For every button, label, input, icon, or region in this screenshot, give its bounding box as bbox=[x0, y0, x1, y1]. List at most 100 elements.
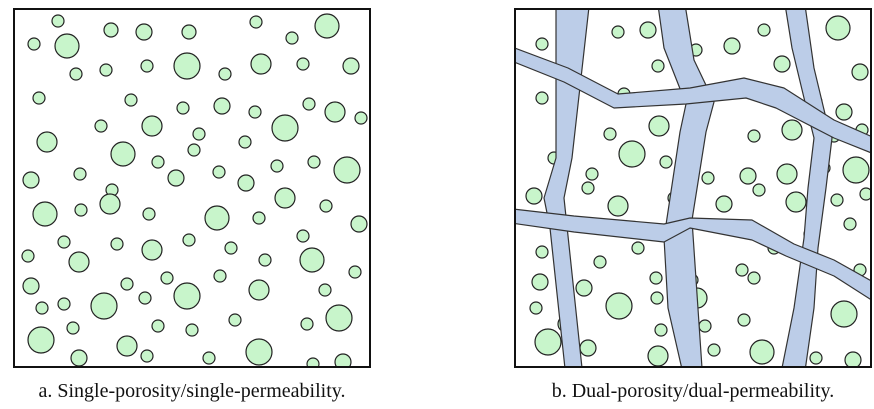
panel-frame bbox=[13, 8, 371, 368]
pore-circle bbox=[285, 31, 299, 45]
pore-circle bbox=[250, 53, 272, 75]
pore-circle bbox=[747, 129, 761, 143]
pore-circle bbox=[607, 195, 629, 217]
pore-circle bbox=[318, 283, 332, 297]
pore-circle bbox=[737, 313, 751, 327]
pore-circle bbox=[27, 37, 41, 51]
pore-circle bbox=[302, 97, 316, 111]
pore-circle bbox=[299, 247, 325, 273]
pore-circle bbox=[603, 127, 617, 141]
pore-circle bbox=[70, 349, 88, 367]
pore-circle bbox=[103, 22, 119, 38]
pore-circle bbox=[735, 263, 749, 277]
pore-circle bbox=[701, 171, 715, 185]
pore-circle bbox=[723, 37, 741, 55]
pore-circle bbox=[585, 167, 599, 181]
pore-circle bbox=[271, 114, 299, 142]
pore-circle bbox=[830, 300, 858, 328]
pore-circle bbox=[252, 211, 266, 225]
pore-circle bbox=[525, 187, 543, 205]
pore-circle bbox=[618, 140, 646, 168]
pore-circle bbox=[649, 271, 663, 285]
pores-group bbox=[21, 13, 368, 368]
pore-circle bbox=[659, 155, 673, 169]
pore-circle bbox=[36, 131, 58, 153]
pore-circle bbox=[350, 215, 368, 233]
pore-circle bbox=[654, 323, 668, 337]
pore-circle bbox=[94, 119, 108, 133]
pore-circle bbox=[270, 159, 284, 173]
pore-circle bbox=[238, 135, 252, 149]
pore-circle bbox=[35, 301, 49, 315]
pore-circle bbox=[529, 301, 543, 315]
pore-circle bbox=[535, 245, 549, 259]
pore-circle bbox=[248, 105, 262, 119]
pore-circle bbox=[531, 273, 549, 291]
pore-circle bbox=[110, 237, 124, 251]
fracture-band bbox=[514, 208, 872, 302]
pore-circle bbox=[142, 207, 156, 221]
pore-circle bbox=[631, 241, 645, 255]
pore-circle bbox=[140, 59, 154, 73]
pore-circle bbox=[138, 291, 152, 305]
pore-circle bbox=[314, 13, 340, 39]
pore-circle bbox=[651, 59, 665, 73]
pore-circle bbox=[213, 97, 231, 115]
pore-circle bbox=[182, 233, 196, 247]
pore-circle bbox=[99, 63, 113, 77]
fracture-network bbox=[514, 8, 872, 368]
pore-circle bbox=[605, 292, 633, 320]
pore-circle bbox=[212, 165, 226, 179]
pore-circle bbox=[124, 93, 138, 107]
pore-circle bbox=[160, 271, 174, 285]
pore-circle bbox=[306, 357, 320, 368]
pore-circle bbox=[173, 282, 201, 310]
pore-circle bbox=[639, 21, 657, 39]
pore-circle bbox=[66, 321, 80, 335]
pore-circle bbox=[141, 115, 163, 137]
pore-circle bbox=[187, 143, 201, 157]
pore-circle bbox=[120, 277, 134, 291]
pore-circle bbox=[185, 323, 199, 337]
pore-circle bbox=[296, 229, 310, 243]
pore-circle bbox=[32, 201, 58, 227]
caption-dual-porosity: b. Dual-porosity/dual-permeability. bbox=[551, 380, 835, 402]
pore-circle bbox=[300, 317, 314, 331]
pore-circle bbox=[747, 271, 761, 285]
pore-circle bbox=[213, 269, 227, 283]
pore-circle bbox=[581, 181, 595, 195]
dual-porosity-diagram bbox=[514, 8, 872, 368]
pore-circle bbox=[859, 187, 872, 201]
pore-circle bbox=[22, 277, 40, 295]
panel-dual-porosity bbox=[514, 8, 872, 368]
pore-circle bbox=[228, 313, 242, 327]
pore-circle bbox=[181, 24, 197, 40]
pore-circle bbox=[68, 251, 90, 273]
pore-circle bbox=[69, 67, 83, 81]
pore-circle bbox=[167, 169, 185, 187]
pore-circle bbox=[579, 339, 597, 357]
pore-circle bbox=[22, 171, 40, 189]
pore-circle bbox=[851, 63, 869, 81]
pore-circle bbox=[835, 103, 853, 121]
pore-circle bbox=[54, 33, 80, 59]
pore-circle bbox=[319, 199, 333, 213]
pore-circle bbox=[74, 203, 88, 217]
pore-circle bbox=[325, 304, 353, 332]
pore-circle bbox=[698, 319, 712, 333]
pore-circle bbox=[173, 52, 201, 80]
pore-circle bbox=[776, 163, 798, 185]
pore-circle bbox=[140, 349, 154, 363]
pore-circle bbox=[202, 351, 216, 365]
pore-circle bbox=[135, 23, 153, 41]
pore-circle bbox=[648, 115, 670, 137]
pore-circle bbox=[715, 195, 733, 213]
pore-circle bbox=[224, 241, 238, 255]
pore-circle bbox=[274, 187, 296, 209]
pore-circle bbox=[334, 353, 352, 368]
pore-circle bbox=[739, 167, 757, 185]
pore-circle bbox=[296, 57, 310, 71]
pore-circle bbox=[757, 23, 771, 37]
pore-circle bbox=[611, 25, 625, 39]
pore-circle bbox=[73, 167, 87, 181]
